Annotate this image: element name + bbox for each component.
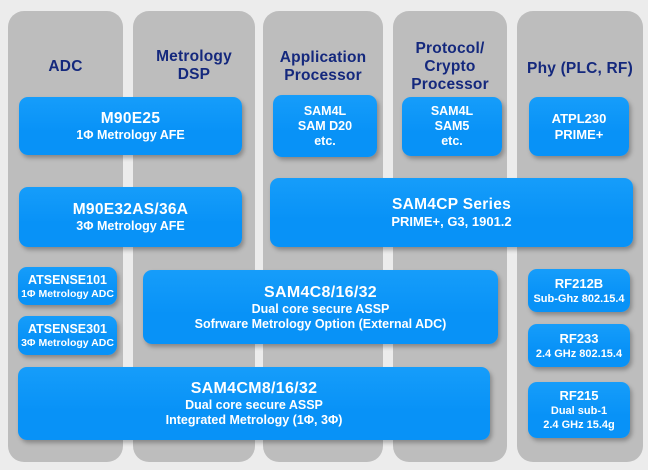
product-subtitle: 2.4 GHz 802.15.4 <box>535 347 623 360</box>
product-line: Sofrware Metrology Option (External ADC) <box>194 316 447 331</box>
product-line: SAM4L <box>430 104 474 118</box>
product-title: M90E25 <box>100 110 161 127</box>
column-header-line: DSP <box>177 66 211 83</box>
product-box-atsense101: ATSENSE101 1Φ Metrology ADC <box>18 267 117 305</box>
column-header-line: ADC <box>48 58 83 75</box>
column-header-phy-plc-rf: Phy (PLC, RF) <box>517 60 643 78</box>
product-box-sam4c8-16-32: SAM4C8/16/32 Dual core secure ASSP Sofrw… <box>143 270 498 344</box>
product-title: SAM4CM8/16/32 <box>190 380 318 397</box>
product-title: M90E32AS/36A <box>72 201 189 218</box>
column-header-adc: ADC <box>8 58 123 76</box>
product-title: RF212B <box>554 275 604 291</box>
product-box-atpl230: ATPL230 PRIME+ <box>529 97 629 156</box>
product-line: SAM5 <box>434 119 470 133</box>
product-line: etc. <box>441 134 463 148</box>
column-header-protocol-crypto-processor: Protocol/ Crypto Processor <box>393 40 507 94</box>
column-header-line: Metrology <box>156 48 232 65</box>
product-box-rf233: RF233 2.4 GHz 802.15.4 <box>528 324 630 367</box>
column-header-line: Crypto <box>424 58 476 75</box>
product-line: Dual core secure ASSP <box>251 301 390 316</box>
product-title: SAM4C8/16/32 <box>264 283 377 301</box>
product-line: SAM D20 <box>297 118 353 133</box>
product-line: Dual core secure ASSP <box>185 398 323 412</box>
column-header-line: Processor <box>411 76 489 93</box>
product-line: SAM4L <box>303 103 347 118</box>
column-header-line: Protocol/ <box>415 40 485 57</box>
product-line: 2.4 GHz 15.4g <box>543 419 615 431</box>
column-header-metrology-dsp: Metrology DSP <box>133 48 255 84</box>
product-title: ATSENSE101 <box>28 272 107 287</box>
product-subtitle: 3Φ Metrology AFE <box>76 219 185 233</box>
product-box-sam4l-sam5: SAM4L SAM5 etc. <box>402 97 502 156</box>
product-line: PRIME+ <box>554 126 604 142</box>
product-line: Integrated Metrology (1Φ, 3Φ) <box>165 413 343 427</box>
column-header-line: Processor <box>284 67 362 84</box>
product-subtitle: 3Φ Metrology ADC <box>21 337 114 349</box>
product-subtitle: 1Φ Metrology AFE <box>76 128 185 142</box>
product-title: ATSENSE301 <box>28 322 107 336</box>
product-box-m90e32as-36a: M90E32AS/36A 3Φ Metrology AFE <box>19 187 242 247</box>
product-title: RF233 <box>559 330 599 346</box>
product-box-sam4cm8-16-32: SAM4CM8/16/32 Dual core secure ASSP Inte… <box>18 367 490 440</box>
product-line: ATPL230 <box>551 110 607 126</box>
column-header-line: Application <box>279 49 367 66</box>
product-box-atsense301: ATSENSE301 3Φ Metrology ADC <box>18 316 117 355</box>
product-subtitle: 1Φ Metrology ADC <box>21 287 114 300</box>
column-header-application-processor: Application Processor <box>263 49 383 85</box>
product-line: Dual sub-1 <box>550 405 608 417</box>
product-title: SAM4CP Series <box>391 196 512 213</box>
product-box-m90e25: M90E25 1Φ Metrology AFE <box>19 97 242 155</box>
product-subtitle: PRIME+, G3, 1901.2 <box>391 214 512 229</box>
product-title: RF215 <box>559 388 599 403</box>
column-header-line: Phy (PLC, RF) <box>527 60 633 77</box>
product-line: etc. <box>314 133 336 148</box>
product-box-sam4cp-series: SAM4CP Series PRIME+, G3, 1901.2 <box>270 178 633 247</box>
product-subtitle: Sub-Ghz 802.15.4 <box>533 292 625 305</box>
product-box-sam4l-samd20: SAM4L SAM D20 etc. <box>273 95 377 157</box>
product-box-rf215: RF215 Dual sub-1 2.4 GHz 15.4g <box>528 382 630 438</box>
product-box-rf212b: RF212B Sub-Ghz 802.15.4 <box>528 269 630 312</box>
